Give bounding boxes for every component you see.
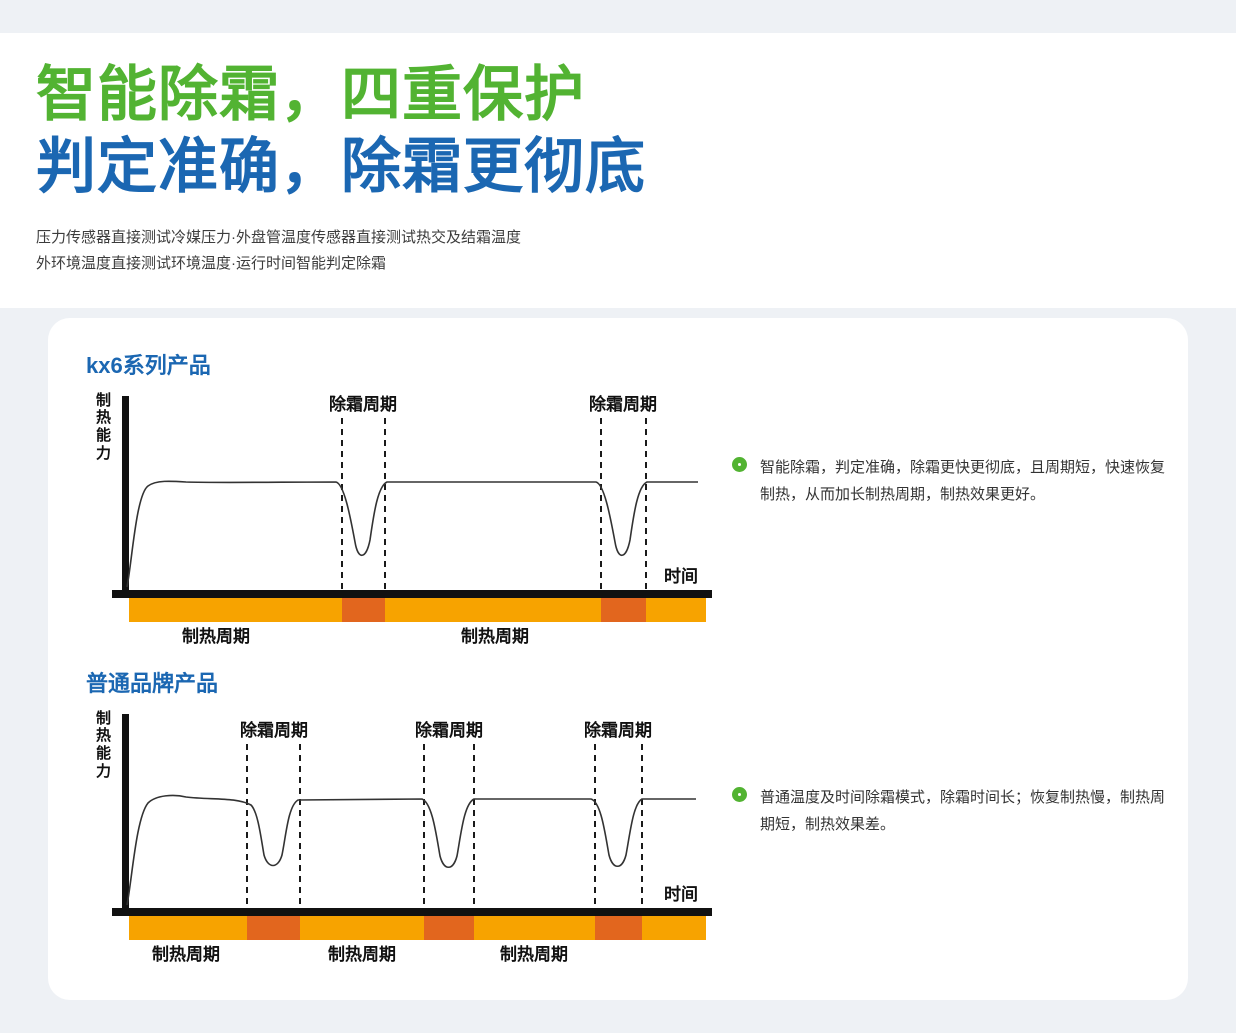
chart2-time-label: 时间: [664, 884, 698, 904]
chart2-area: 制热能力 除霜周期 除霜周期: [86, 708, 726, 970]
chart1-x-axis: [112, 589, 712, 598]
chart2-defrost-label-2: 除霜周期: [415, 720, 483, 740]
chart2-title: 普通品牌产品: [86, 670, 219, 696]
chart2-defrost-label-3: 除霜周期: [584, 720, 652, 740]
chart1-defrost-label-2: 除霜周期: [589, 394, 657, 414]
chart1-defrost-segment-2: [601, 597, 646, 622]
chart1-row: 制热能力 除霜周期 除霜周期 时间 制热周期: [86, 390, 1188, 648]
headline-primary: 智能除霜，四重保护: [36, 61, 585, 128]
chart1-note: 智能除霜，判定准确，除霜更快更彻底，且周期短，快速恢复制热，从而加长制热周期，制…: [732, 454, 1172, 508]
chart1-time-label: 时间: [664, 566, 698, 586]
chart1-y-axis: [122, 395, 129, 598]
chart2-heating-label-3: 制热周期: [500, 944, 568, 964]
green-ring-icon: [732, 786, 747, 802]
chart1-y-axis-label: 制热能力: [96, 391, 112, 462]
chart2-note: 普通温度及时间除霜模式，除霜时间长；恢复制热慢，制热周期短，制热效果差。: [732, 784, 1172, 838]
chart2-y-axis-label: 制热能力: [96, 709, 112, 780]
chart2-x-axis: [112, 907, 712, 916]
chart2-svg: 除霜周期 除霜周期 除霜周期 时间 制热周期 制热周期 制热周期: [112, 713, 712, 964]
chart1-capacity-curve: [126, 479, 698, 587]
chart1-note-text: 智能除霜，判定准确，除霜更快更彻底，且周期短，快速恢复制热，从而加长制热周期，制…: [760, 458, 1166, 503]
top-strip: [0, 0, 1236, 33]
subtitle-line-1: 压力传感器直接测试冷媒压力·外盘管温度传感器直接测试热交及结霜温度: [36, 229, 521, 246]
headline-secondary: 判定准确，除霜更彻底: [36, 133, 646, 200]
chart1-heating-label-2: 制热周期: [461, 626, 529, 646]
chart1-title: kx6系列产品: [86, 352, 211, 378]
subtitle-line-2: 外环境温度直接测试环境温度·运行时间智能判定除霜: [36, 255, 386, 273]
subtitle-block: 压力传感器直接测试冷媒压力·外盘管温度传感器直接测试热交及结霜温度 外环境温度直…: [36, 225, 1236, 278]
chart2-capacity-curve: [126, 794, 696, 905]
chart2-heating-label-2: 制热周期: [328, 944, 396, 964]
chart2-heating-label-1: 制热周期: [152, 944, 220, 964]
chart1-defrost-label-1: 除霜周期: [329, 394, 397, 414]
chart1-heating-label-1: 制热周期: [182, 626, 250, 646]
chart2-y-axis: [122, 713, 129, 916]
chart2-defrost-segment-1: [247, 915, 300, 940]
hero-section: 智能除霜，四重保护 判定准确，除霜更彻底 压力传感器直接测试冷媒压力·外盘管温度…: [0, 33, 1236, 308]
chart1-area: 制热能力 除霜周期 除霜周期 时间 制热周期: [86, 390, 726, 648]
chart1-svg: 除霜周期 除霜周期 时间 制热周期 制热周期: [112, 394, 712, 646]
green-ring-icon: [732, 456, 747, 472]
chart2-defrost-segment-2: [424, 915, 474, 940]
chart1-defrost-segment-1: [342, 597, 385, 622]
chart2-row: 制热能力 除霜周期 除霜周期: [86, 708, 1188, 970]
chart2-defrost-label-1: 除霜周期: [240, 720, 308, 740]
comparison-card: kx6系列产品 制热能力 除霜周期 除霜周期: [48, 317, 1188, 1000]
chart2-defrost-segment-3: [595, 915, 642, 940]
chart2-note-text: 普通温度及时间除霜模式，除霜时间长；恢复制热慢，制热周期短，制热效果差。: [760, 788, 1166, 833]
